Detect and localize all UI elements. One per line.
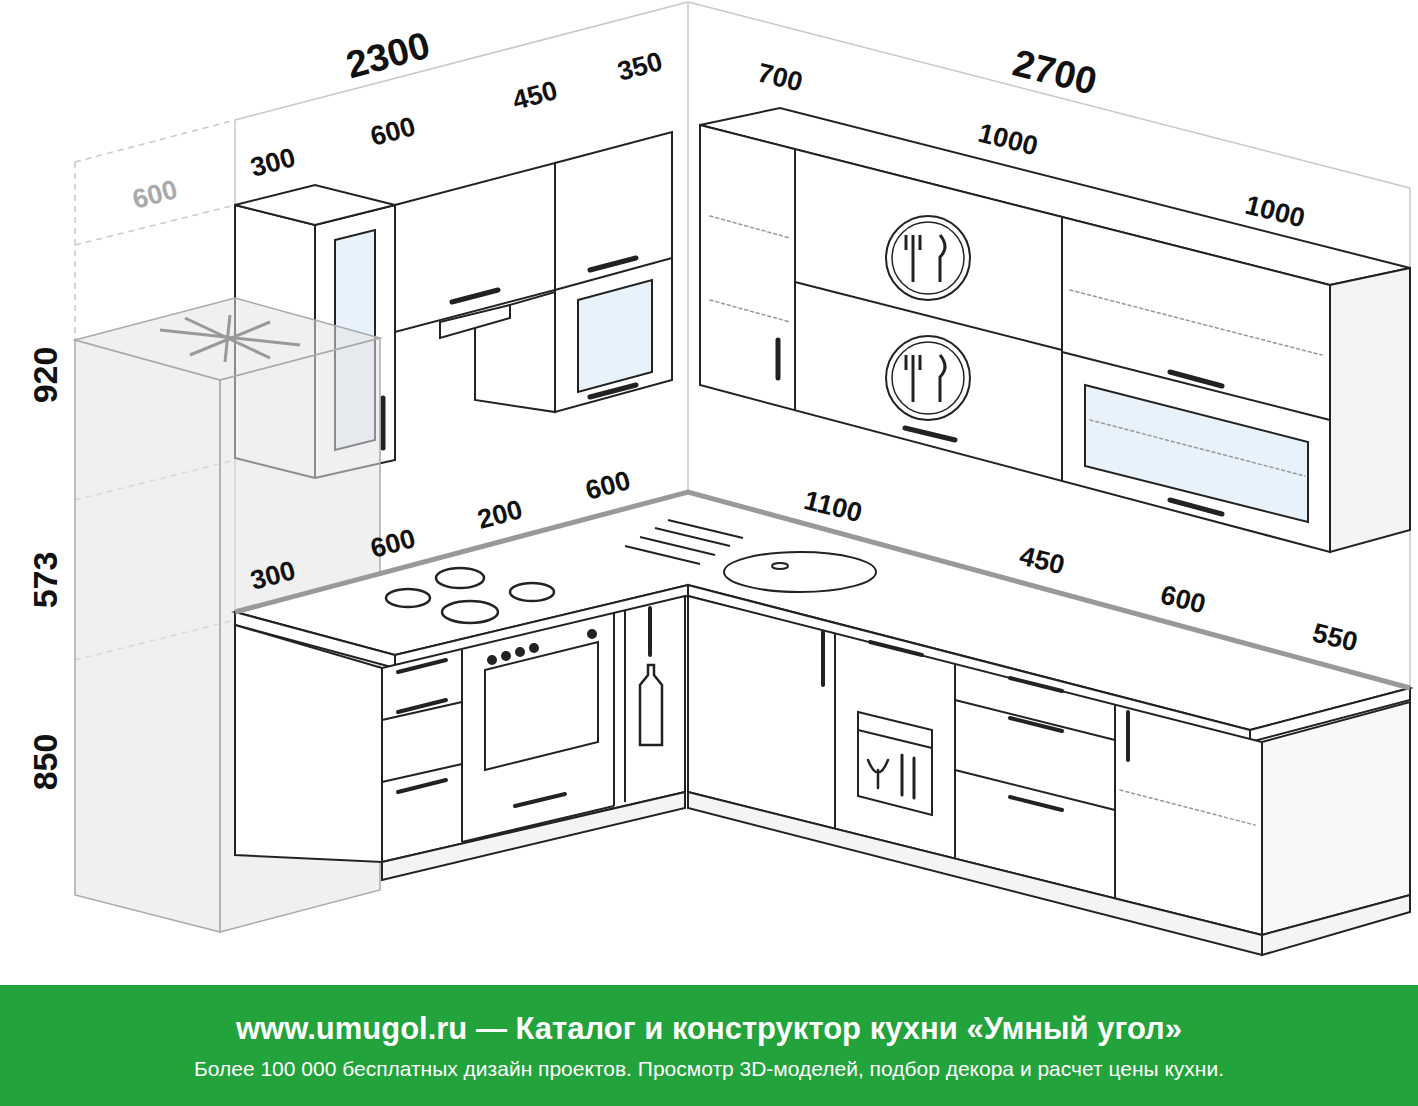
dimension-label: 450 (1017, 542, 1067, 579)
footer-subtext: Более 100 000 бесплатных дизайн проектов… (194, 1057, 1224, 1081)
dimension-label: 550 (1310, 619, 1360, 656)
lower-cabinets-left (235, 596, 685, 880)
dimension-label: 2700 (1009, 43, 1100, 100)
hob (386, 568, 554, 623)
cutlery-icons (906, 235, 945, 402)
upper-cabinets-right (700, 108, 1410, 552)
lower-cabinets-right (688, 596, 1410, 955)
dimension-label: 2300 (342, 26, 434, 85)
footer-band: www.umugol.ru — Каталог и конструктор ку… (0, 985, 1418, 1106)
dimension-label: 600 (1158, 581, 1208, 618)
dimension-label: 600 (583, 467, 634, 505)
dimension-label: 450 (510, 77, 561, 115)
dimension-label: 1100 (801, 487, 864, 527)
dimension-label: 300 (248, 144, 299, 182)
left-details (398, 608, 662, 806)
dimension-label: 600 (130, 176, 181, 214)
backsplash-edge (235, 492, 1410, 688)
handles (710, 216, 1322, 514)
sink (625, 520, 876, 592)
dimension-label: 700 (755, 59, 805, 96)
dimension-label: 573 (28, 552, 62, 609)
dimension-label: 1000 (1243, 192, 1308, 233)
dimension-label: 200 (475, 496, 526, 534)
dimension-label: 350 (615, 48, 666, 86)
footer-heading: www.umugol.ru — Каталог и конструктор ку… (236, 1011, 1182, 1047)
handles-left (383, 258, 636, 448)
dimension-label: 600 (368, 113, 419, 151)
dimension-label: 920 (28, 347, 62, 404)
right-details (823, 632, 1255, 825)
dimension-label: 850 (28, 734, 62, 791)
dimension-label: 1000 (976, 120, 1041, 161)
